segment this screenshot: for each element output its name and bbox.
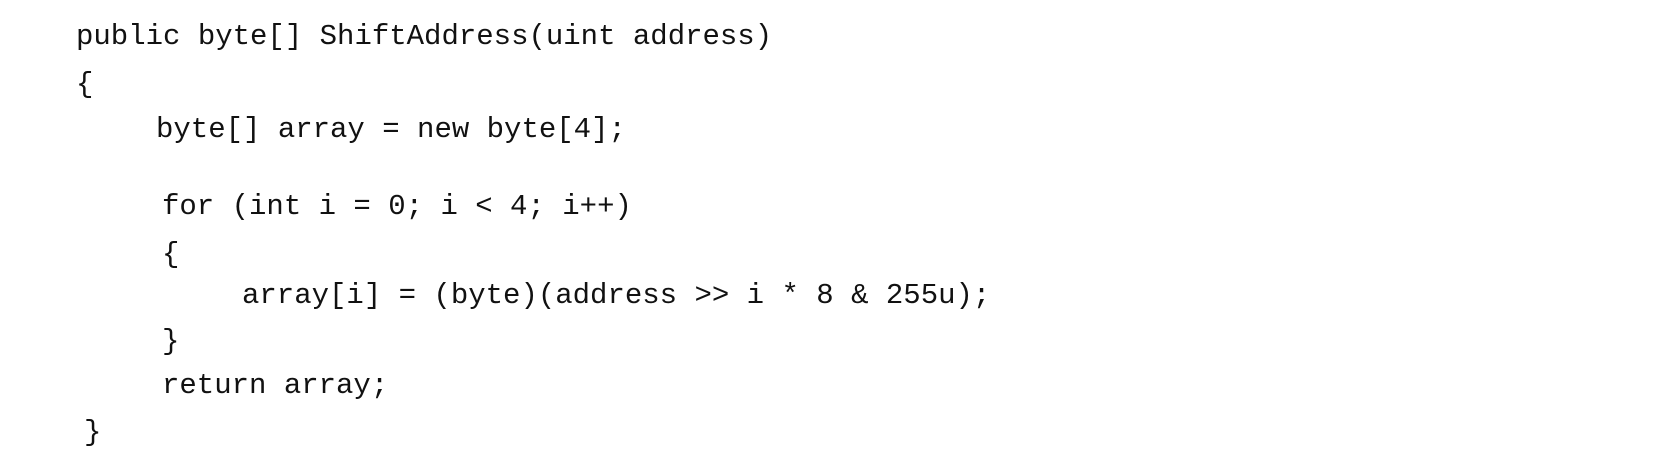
code-line-method-signature: public byte[] ShiftAddress(uint address) [76,20,773,53]
code-line-for-loop: for (int i = 0; i < 4; i++) [162,190,632,223]
code-line-array-declaration: byte[] array = new byte[4]; [156,113,626,146]
code-line-loop-close-brace: } [162,325,180,358]
code-line-return-statement: return array; [162,369,389,402]
code-line-array-assignment: array[i] = (byte)(address >> i * 8 & 255… [242,279,991,312]
code-line-close-brace: } [84,416,102,449]
code-line-open-brace: { [76,68,94,101]
code-line-loop-open-brace: { [162,238,180,271]
